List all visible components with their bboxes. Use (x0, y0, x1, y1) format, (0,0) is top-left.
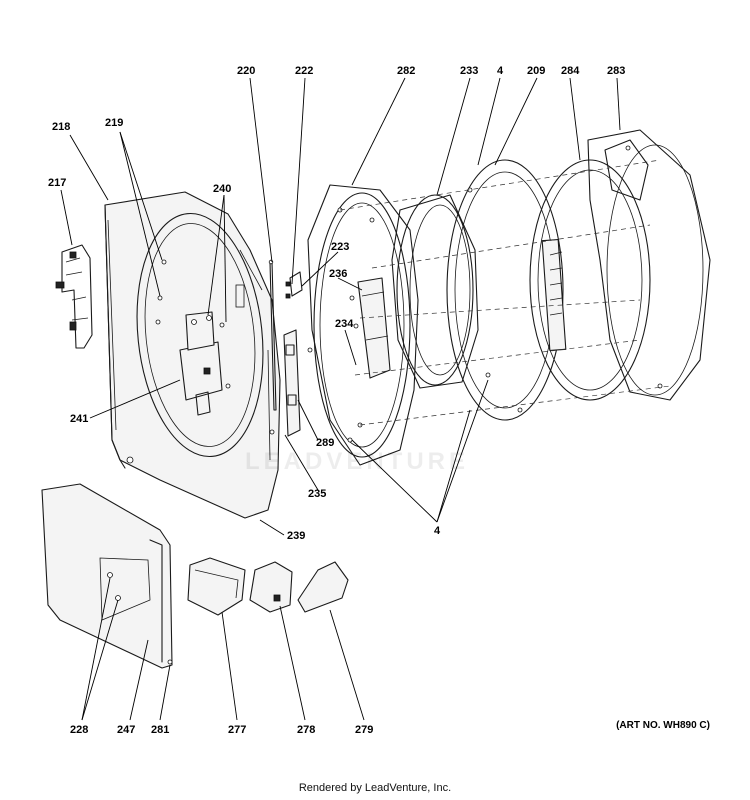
callout-278: 278 (297, 724, 315, 736)
leader-lines (60, 77, 621, 721)
alignment-lines (339, 159, 671, 426)
part-217-bracket (55, 244, 93, 349)
callout-223: 223 (331, 241, 349, 253)
callout-240: 240 (213, 183, 231, 195)
art-number: (ART NO. WH890 C) (616, 720, 710, 731)
part-247-lower-panel (41, 483, 173, 669)
callout-234: 234 (335, 318, 354, 330)
callout-4-bottom: 4 (434, 525, 441, 537)
part-236-handle (349, 277, 391, 379)
callout-222: 222 (295, 65, 313, 77)
callout-279: 279 (355, 724, 373, 736)
callout-239: 239 (287, 530, 305, 542)
footer-credit: Rendered by LeadVenture, Inc. (298, 782, 452, 794)
callout-277: 277 (228, 724, 246, 736)
callout-233: 233 (460, 65, 478, 77)
part-284-inner-panel (529, 159, 651, 401)
part-282-door-ring (307, 184, 419, 466)
callout-228: 228 (70, 724, 88, 736)
callout-247: 247 (117, 724, 135, 736)
callout-241: 241 (70, 413, 88, 425)
part-222-hinge (285, 271, 303, 299)
part-279-cover (297, 561, 349, 613)
callout-283: 283 (607, 65, 625, 77)
part-235-hinge-bracket (269, 329, 301, 437)
callout-289: 289 (316, 437, 334, 449)
callout-282: 282 (397, 65, 415, 77)
part-241-door-lock (179, 311, 223, 416)
callout-236: 236 (329, 268, 347, 280)
part-283-door-cover (587, 129, 711, 401)
callout-220: 220 (237, 65, 255, 77)
callout-218: 218 (52, 121, 70, 133)
callout-235: 235 (308, 488, 326, 500)
part-278-housing (249, 561, 293, 613)
part-277-housing (187, 557, 246, 616)
callout-284: 284 (561, 65, 580, 77)
callout-209: 209 (527, 65, 545, 77)
callout-219: 219 (105, 117, 123, 129)
watermark: LEADVENTURE (245, 448, 470, 475)
callouts: 217 218 219 220 222 282 233 4 209 284 28… (48, 65, 625, 736)
callout-4-top: 4 (497, 65, 504, 77)
callout-281: 281 (151, 724, 169, 736)
callout-217: 217 (48, 177, 66, 189)
